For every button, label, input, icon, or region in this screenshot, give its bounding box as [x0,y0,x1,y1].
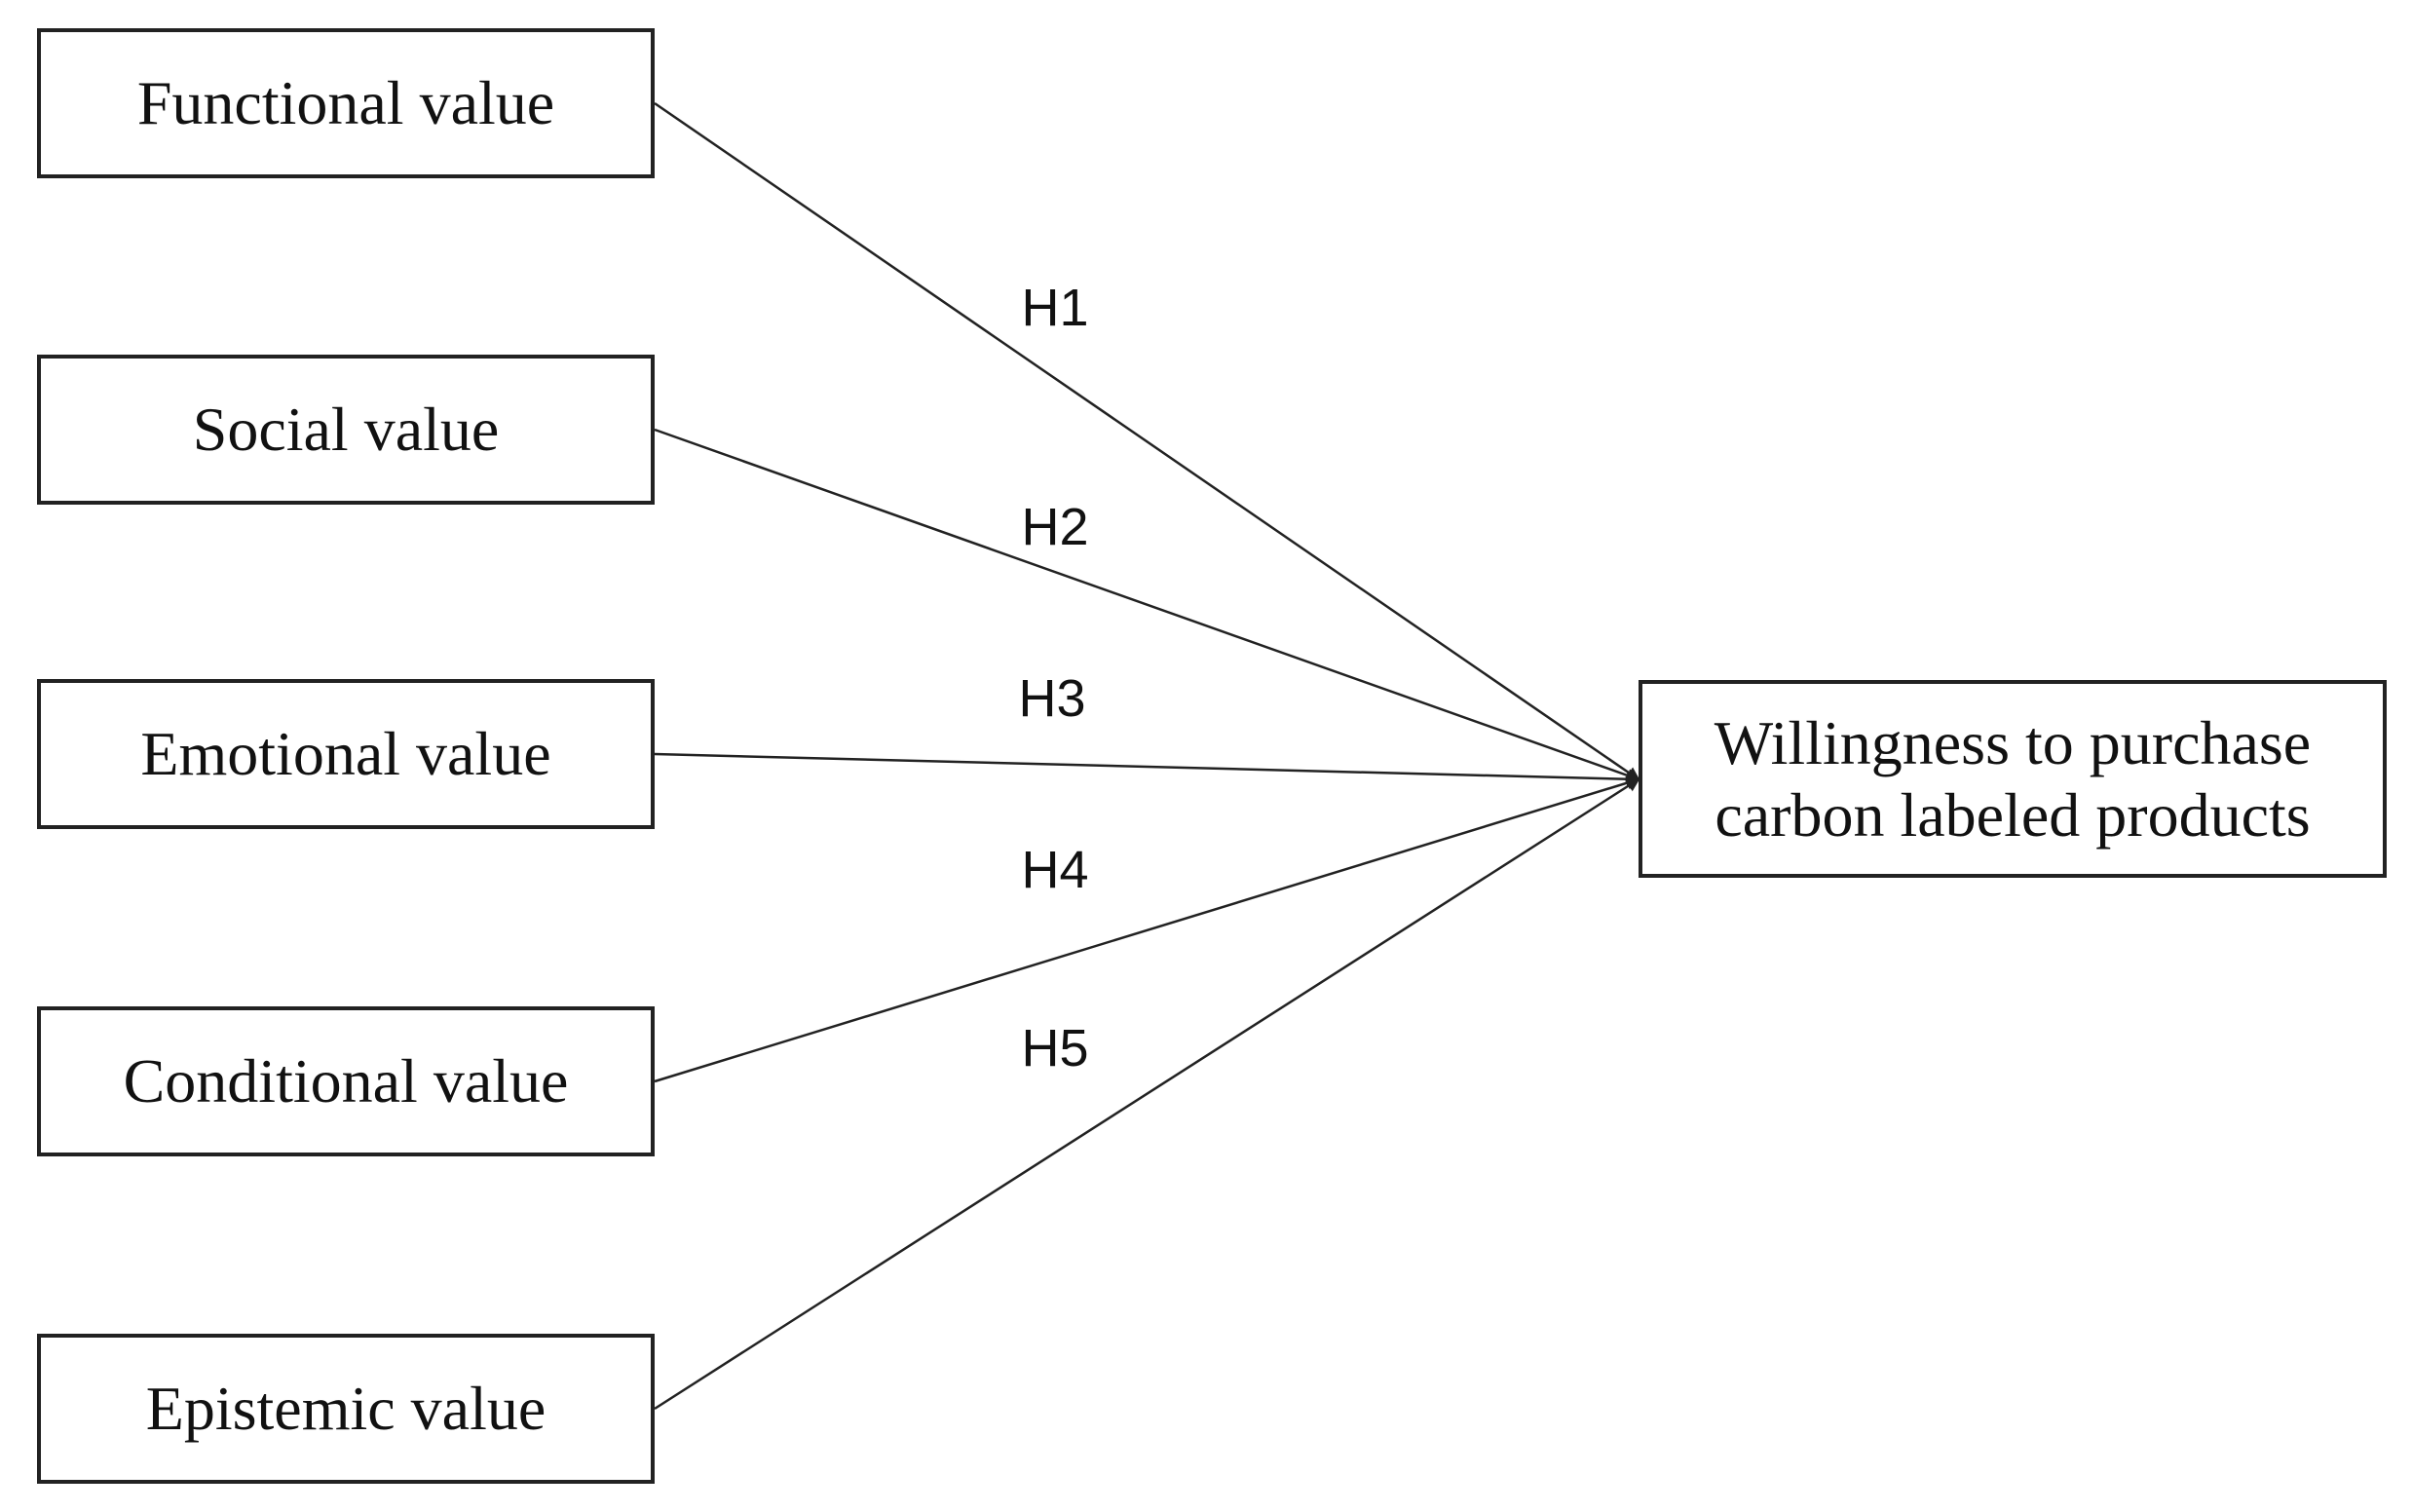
hypothesis-label-h4: H4 [1021,841,1089,899]
construct-label: Emotional value [140,719,551,788]
arrow-h4 [654,775,1640,1083]
construct-conditional-value: Conditional value [37,1006,655,1156]
construct-social-value: Social value [37,355,655,505]
construct-functional-value: Functional value [37,28,655,178]
hypothesis-label-h1: H1 [1021,279,1089,337]
hypothesis-label-h2: H2 [1021,498,1089,556]
arrow-h1 [654,101,1640,781]
construct-label: Conditional value [123,1046,569,1115]
hypothesis-label-h5: H5 [1021,1019,1089,1077]
hypothesis-label-h3: H3 [1018,669,1086,728]
arrow-h3 [654,752,1640,786]
arrow-h5 [654,777,1640,1411]
arrow-h2 [654,428,1640,782]
construct-epistemic-value: Epistemic value [37,1334,655,1484]
construct-label: Social value [192,395,500,464]
construct-label: Epistemic value [145,1374,546,1443]
construct-emotional-value: Emotional value [37,679,655,829]
outcome-willingness-to-purchase: Willingness to purchase carbon labeled p… [1639,680,2387,878]
construct-label: Functional value [136,68,555,137]
outcome-label-line1: Willingness to purchase [1714,707,2312,777]
outcome-label-line2: carbon labeled products [1715,779,2311,850]
